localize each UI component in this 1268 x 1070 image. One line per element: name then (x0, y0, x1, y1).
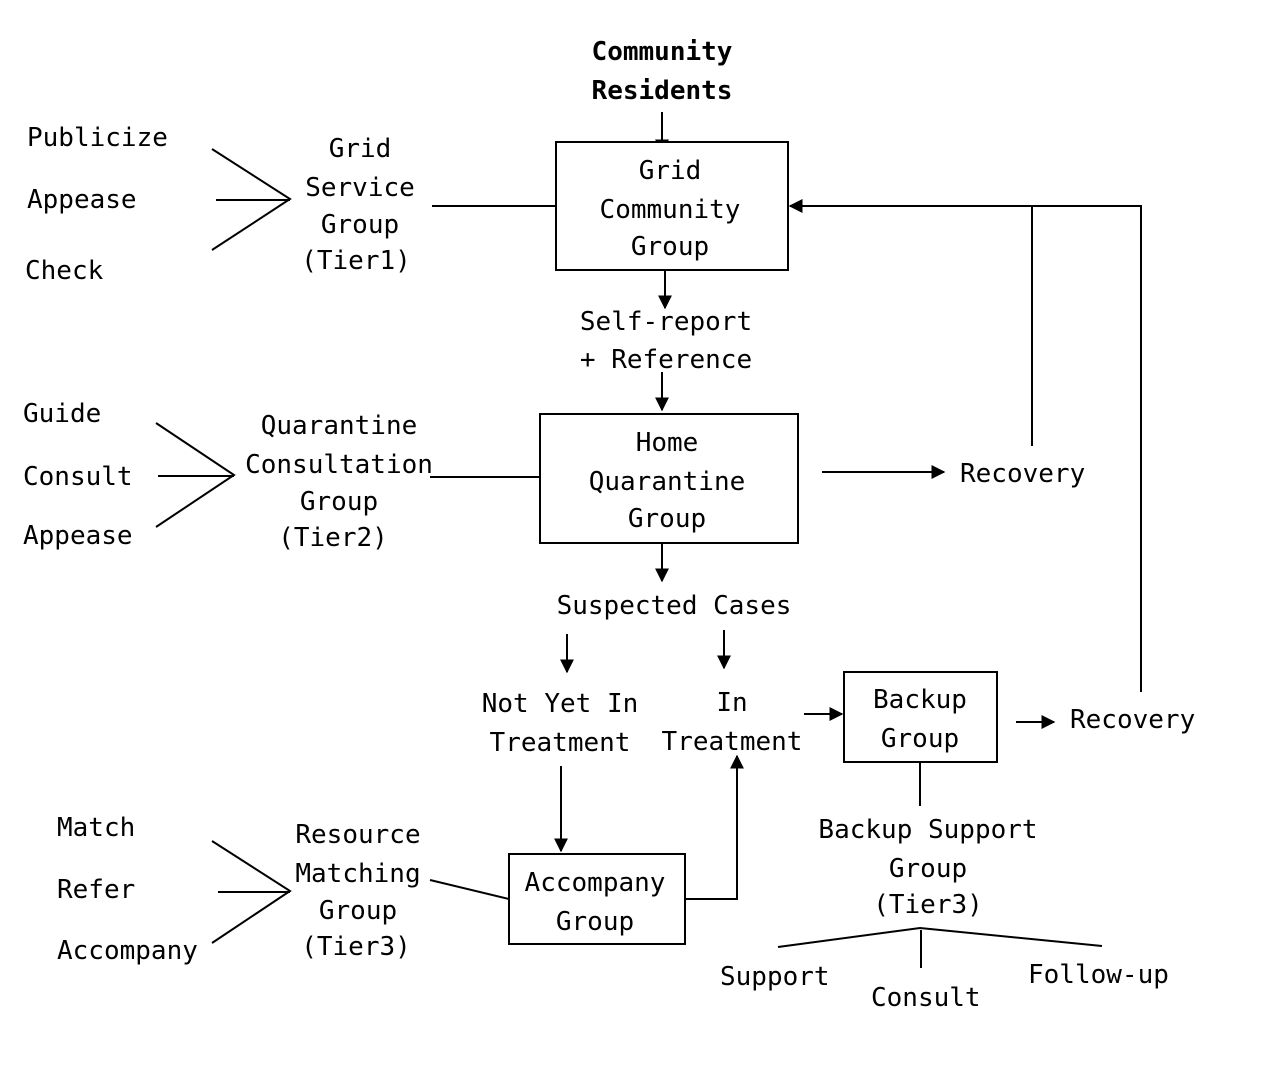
tier3-backup-bracket (777, 926, 1103, 968)
not-yet-line1: Not Yet In (482, 689, 639, 719)
accompany-line1: Accompany (525, 868, 666, 898)
grid-service-line1: Grid (329, 134, 392, 164)
home-quarantine-line3: Group (628, 504, 706, 534)
in-treatment-line1: In (716, 688, 747, 718)
resource-matching-line4: (Tier3) (301, 932, 411, 962)
grid-community-line3: Group (631, 232, 709, 262)
backup-line1: Backup (873, 685, 967, 715)
backup-group-box (843, 671, 998, 763)
quarantine-consultation-line3: Group (300, 487, 378, 517)
home-quarantine-group-box (539, 413, 799, 544)
task-follow-up: Follow-up (1028, 960, 1169, 990)
task-match: Match (57, 813, 135, 843)
home-quarantine-line2: Quarantine (589, 467, 746, 497)
tier3-resource-bracket (211, 840, 292, 944)
suspected-cases: Suspected Cases (557, 591, 792, 621)
backup-support-line3: (Tier3) (873, 890, 983, 920)
backup-support-line1: Backup Support (818, 815, 1037, 845)
task-check: Check (25, 256, 104, 286)
grid-service-line2: Service (305, 173, 415, 203)
recovery-1: Recovery (960, 459, 1085, 489)
grid-service-line3: Group (321, 210, 399, 240)
resource-matching-line1: Resource (295, 820, 420, 850)
quarantine-consultation-line2: Consultation (245, 450, 433, 480)
recovery-2: Recovery (1070, 705, 1195, 735)
self-report-line1: Self-report (580, 307, 752, 337)
in-treatment-line2: Treatment (662, 727, 803, 757)
quarantine-consultation-line4: (Tier2) (278, 523, 388, 553)
self-report-line2: + Reference (580, 345, 752, 375)
task-consult-tier3: Consult (871, 983, 981, 1013)
arrow-recovery-return-to-grid (788, 199, 1142, 692)
community-residents-line1: Community (592, 37, 733, 67)
grid-community-line1: Grid (639, 156, 702, 186)
task-accompany: Accompany (57, 936, 198, 966)
task-consult-tier2: Consult (23, 462, 133, 492)
task-support: Support (720, 962, 830, 992)
task-guide: Guide (23, 399, 101, 429)
accompany-line2: Group (556, 907, 634, 937)
resource-matching-line2: Matching (295, 859, 420, 889)
not-yet-line2: Treatment (490, 728, 631, 758)
connector-tier3-to-accompany (429, 879, 510, 900)
resource-matching-line3: Group (319, 896, 397, 926)
backup-support-line2: Group (889, 854, 967, 884)
task-appease-tier1: Appease (27, 185, 137, 215)
quarantine-consultation-line1: Quarantine (261, 411, 418, 441)
grid-community-line2: Community (600, 195, 741, 225)
grid-community-group-box (555, 141, 789, 271)
task-appease-tier2: Appease (23, 521, 133, 551)
grid-service-line4: (Tier1) (301, 246, 411, 276)
backup-line2: Group (881, 724, 959, 754)
tier2-bracket (155, 422, 236, 528)
task-publicize: Publicize (27, 123, 168, 153)
tier1-bracket (211, 148, 292, 251)
arrow-accompany-to-in-treatment (685, 754, 744, 900)
home-quarantine-line1: Home (636, 428, 699, 458)
community-residents-line2: Residents (592, 76, 733, 106)
task-refer: Refer (57, 875, 135, 905)
